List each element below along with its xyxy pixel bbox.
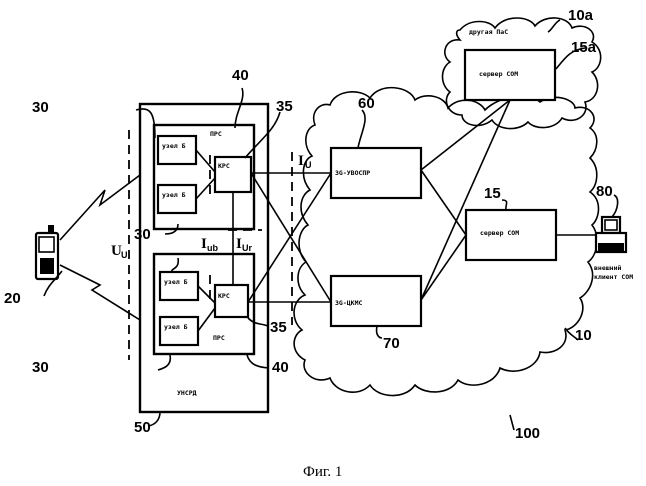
leader-30 <box>158 355 170 370</box>
external-client-label-2: клиент СОМ <box>594 273 633 281</box>
leader-15 <box>502 200 507 210</box>
radio-link <box>60 265 140 320</box>
svg-text:U: U <box>305 160 312 170</box>
leader-35 <box>248 318 268 326</box>
svg-text:ub: ub <box>207 243 218 253</box>
ref-35: 35 <box>270 319 287 336</box>
ref-30: 30 <box>134 226 151 243</box>
leader-70 <box>377 326 382 338</box>
node-b-label: узел Б <box>162 191 186 199</box>
iub-link <box>196 178 215 199</box>
ref-50: 50 <box>134 419 151 436</box>
rnc-box <box>215 285 248 317</box>
uu-interface-label: U U <box>111 243 128 260</box>
node-b-label: узел Б <box>164 278 188 286</box>
figure-caption: Фиг. 1 <box>303 464 342 480</box>
leader-40 <box>247 355 268 368</box>
core-link <box>421 100 510 170</box>
leader-60 <box>358 110 365 148</box>
svg-text:I: I <box>298 153 304 169</box>
radio-link <box>60 175 140 240</box>
rnc-label: КРС <box>218 292 230 300</box>
external-client-label-1: внешний <box>594 264 621 272</box>
sgsn-label: 3G-УВОСПР <box>335 169 370 177</box>
sms-server-label: сервер СОМ <box>480 229 519 237</box>
ref-30: 30 <box>32 359 49 376</box>
other-sms-server-label: сервер СОМ <box>479 70 518 78</box>
ref-60: 60 <box>358 95 375 112</box>
ref-100: 100 <box>515 425 540 442</box>
node-b-box <box>158 136 196 164</box>
ref-30: 30 <box>32 99 49 116</box>
rnc-label: КРС <box>218 162 230 170</box>
iub-link <box>198 286 215 303</box>
leader-40 <box>235 88 243 128</box>
ref-10a: 10a <box>568 7 594 24</box>
ref-40: 40 <box>232 67 249 84</box>
iub-interface-label: I ub <box>201 236 218 253</box>
node-b-box <box>158 185 196 213</box>
iu-interface-label: I U <box>298 153 312 170</box>
mobile-phone-icon <box>36 225 58 279</box>
ref-20: 20 <box>4 290 21 307</box>
node-b-label: узел Б <box>164 323 188 331</box>
rns-label: ПРС <box>210 130 222 138</box>
iub-link <box>196 150 215 172</box>
ref-10: 10 <box>575 327 592 344</box>
msc-label: 3G-ЦКМС <box>335 299 362 307</box>
rns-label: ПРС <box>213 334 225 342</box>
iur-interface-label: I Ur <box>236 236 252 253</box>
arrow-100 <box>510 415 514 430</box>
utran-label: УНСРД <box>177 389 197 397</box>
ref-15: 15 <box>484 185 501 202</box>
ref-15a: 15a <box>571 39 597 56</box>
svg-text:U: U <box>121 250 128 260</box>
node-b-label: узел Б <box>162 142 186 150</box>
ref-40: 40 <box>272 359 289 376</box>
leader-30 <box>172 258 179 272</box>
node-b-box <box>160 272 198 300</box>
leader-80 <box>612 195 618 217</box>
ref-35: 35 <box>276 98 293 115</box>
computer-terminal-icon <box>596 217 626 252</box>
other-network-label: другая ПаС <box>469 28 508 36</box>
ref-70: 70 <box>383 335 400 352</box>
leader-10a <box>548 20 560 32</box>
core-link <box>421 170 466 235</box>
ref-80: 80 <box>596 183 613 200</box>
core-link <box>421 235 466 300</box>
svg-text:Ur: Ur <box>242 243 252 253</box>
iub-link <box>198 308 215 331</box>
node-b-box <box>160 317 198 345</box>
leader-35 <box>245 112 280 158</box>
